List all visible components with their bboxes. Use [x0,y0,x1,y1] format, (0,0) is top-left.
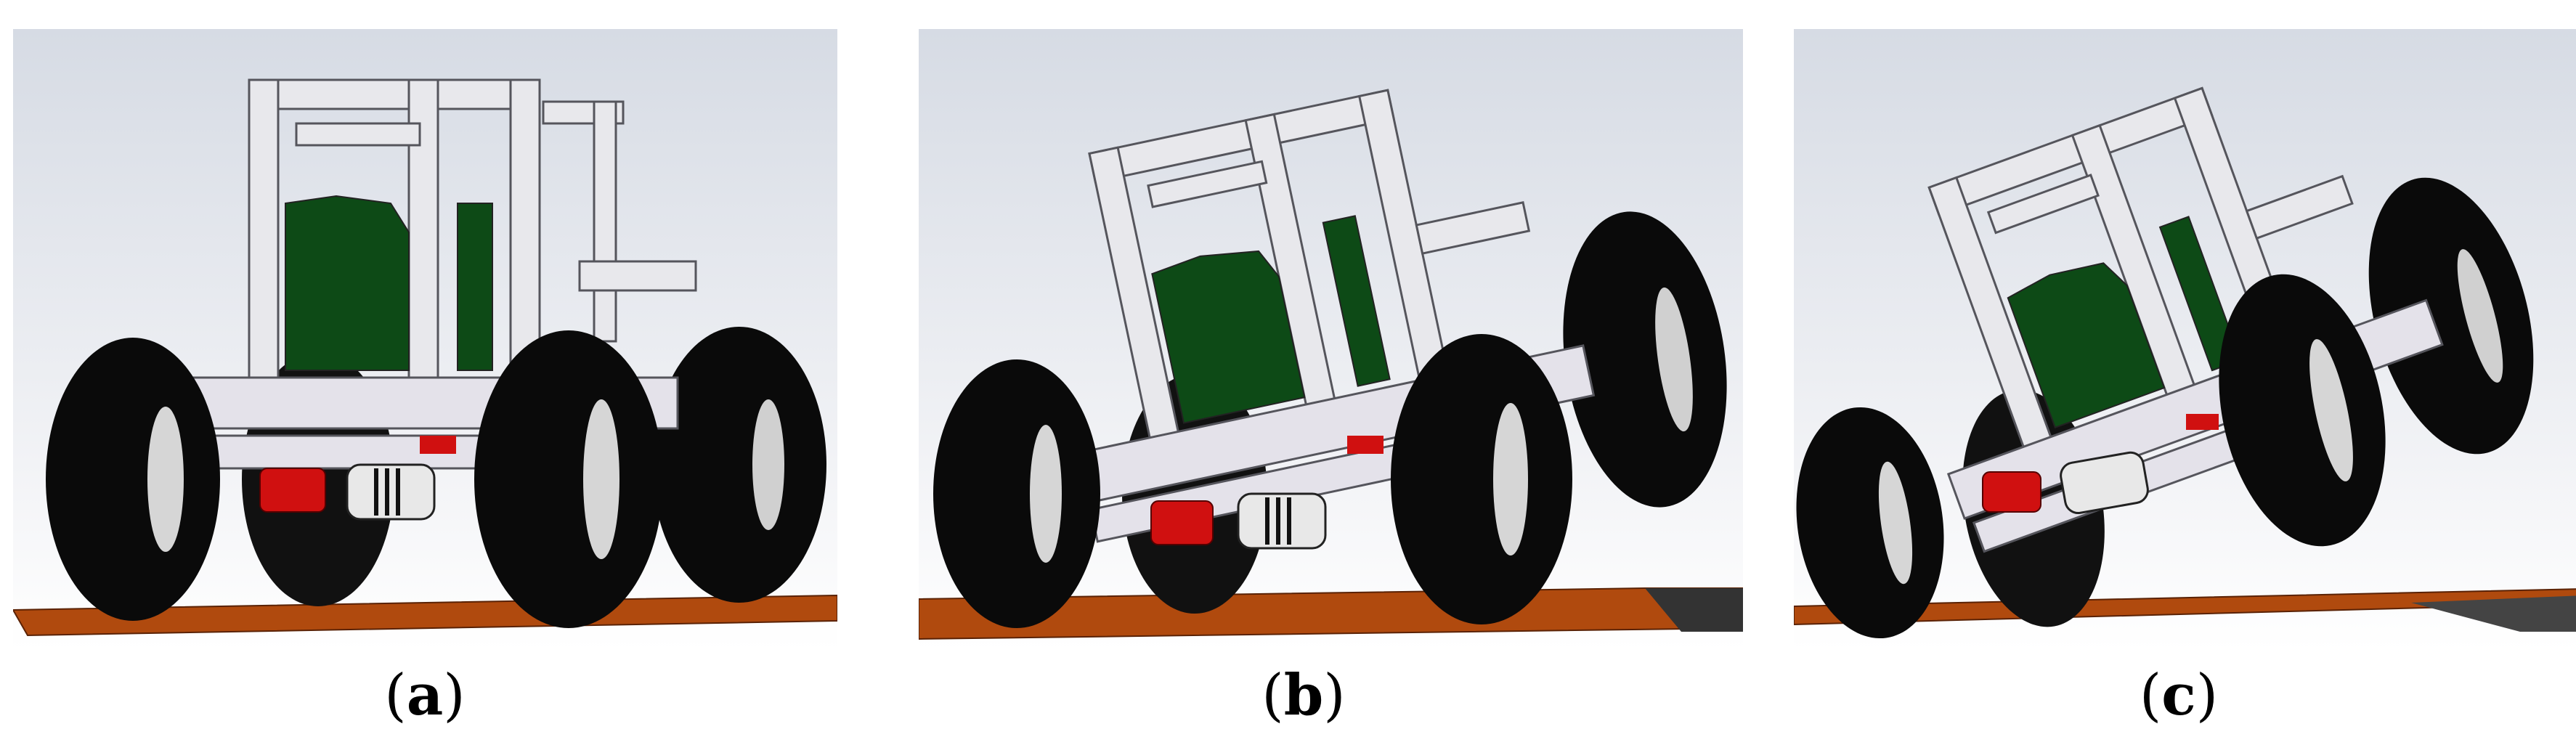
panel-b-lifted-rover [919,29,1743,650]
caption-a: (a) [384,662,466,728]
caption-b: (b) [1261,662,1346,728]
front-left-hub [1878,461,1913,585]
small-red-part [420,436,456,454]
small-red-part [1347,436,1384,454]
drive-motor-red [259,468,326,513]
front-right-wheel [474,330,663,628]
raised-rear-right-hub [1655,287,1693,432]
upper-frame [1927,86,2354,483]
green-panel [1151,250,1306,424]
rover-render-b [919,29,1743,650]
front-left-hub [1030,425,1062,563]
motor-fins [1265,497,1291,545]
ground-plate-edge [1645,588,1743,632]
drive-motor-gray [1237,492,1327,550]
front-right-wheel [1391,334,1572,624]
ground-plate [1794,588,2576,626]
ground-plate-edge [2411,595,2576,632]
rear-right-wheel [652,327,826,603]
green-side-panel [457,203,493,371]
upper-frame [1088,89,1531,482]
drive-motor-red [1150,500,1214,545]
green-side-panel [1322,215,1391,387]
front-left-wheel [46,338,220,621]
front-right-hub [1493,403,1528,555]
upper-frame [248,78,697,423]
small-red-part [2186,414,2219,430]
front-left-hub [147,407,184,552]
raised-rear-right-hub [2457,249,2503,383]
drive-motor-gray [2060,451,2149,515]
motor-fins [374,468,400,516]
green-panel [285,195,410,371]
raised-rear-right-wheel [1563,211,1727,508]
panel-c-tilted-rover [1794,29,2576,650]
caption-c: (c) [2139,662,2219,728]
front-right-hub [2309,339,2353,481]
rover-render-c [1794,29,2576,650]
drive-motor-gray [346,463,436,521]
drive-motor-red [1982,471,2041,513]
green-panel [2007,262,2166,429]
rover-render-a [13,29,837,650]
panel-a-level-rover [13,29,837,650]
rear-right-hub [752,399,784,530]
front-right-hub [583,399,619,559]
raised-rear-right-wheel [2368,177,2534,455]
front-left-wheel [933,359,1100,628]
